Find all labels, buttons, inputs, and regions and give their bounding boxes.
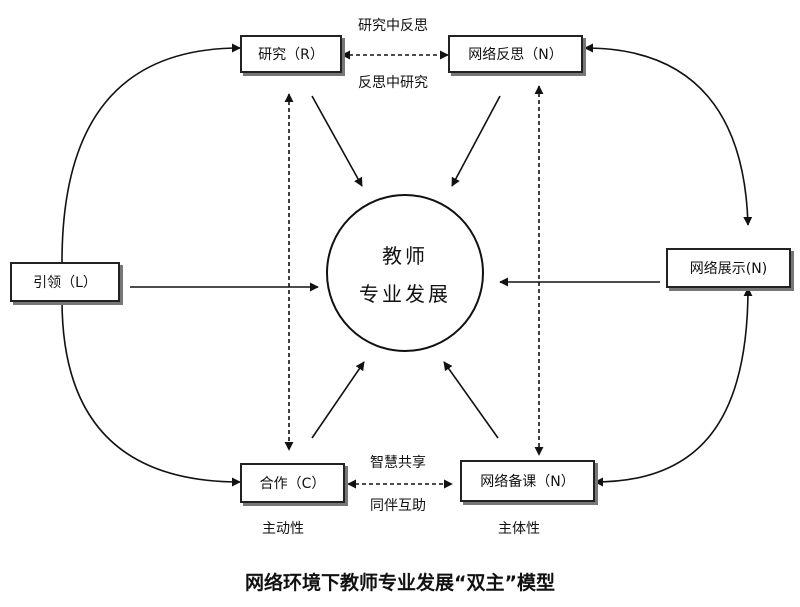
label-subjectivity: 主体性 bbox=[498, 521, 540, 537]
label-bottom-below: 同伴互助 bbox=[370, 498, 426, 514]
arrow-prep-center bbox=[443, 361, 499, 439]
arrow-research-center bbox=[311, 95, 363, 187]
label-bottom-above: 智慧共享 bbox=[370, 455, 426, 471]
curve-lead-to-cooperate bbox=[61, 299, 241, 487]
node-research: 研究（R） bbox=[240, 35, 342, 73]
node-lead: 引领（L） bbox=[10, 262, 120, 302]
label-initiative: 主动性 bbox=[262, 521, 304, 537]
label-top-below: 反思中研究 bbox=[358, 75, 428, 91]
curve-lead-to-research bbox=[61, 43, 241, 263]
label-top-above: 研究中反思 bbox=[358, 18, 428, 34]
node-cooperate: 合作（C） bbox=[240, 463, 345, 503]
curve-reflect-show bbox=[584, 43, 753, 226]
arrow-reflect-center bbox=[451, 95, 501, 187]
center-line-1: 教师 bbox=[382, 244, 428, 268]
arrow-cooperate-center bbox=[311, 361, 365, 439]
node-net-show: 网络展示(N) bbox=[666, 248, 791, 288]
node-net-reflect: 网络反思（N） bbox=[448, 35, 583, 73]
center-circle bbox=[326, 194, 484, 352]
node-net-prep: 网络备课（N） bbox=[460, 460, 595, 502]
curve-show-prep bbox=[594, 287, 753, 487]
center-line-2: 专业发展 bbox=[359, 282, 451, 306]
figure-title: 网络环境下教师专业发展“双主”模型 bbox=[245, 572, 555, 594]
